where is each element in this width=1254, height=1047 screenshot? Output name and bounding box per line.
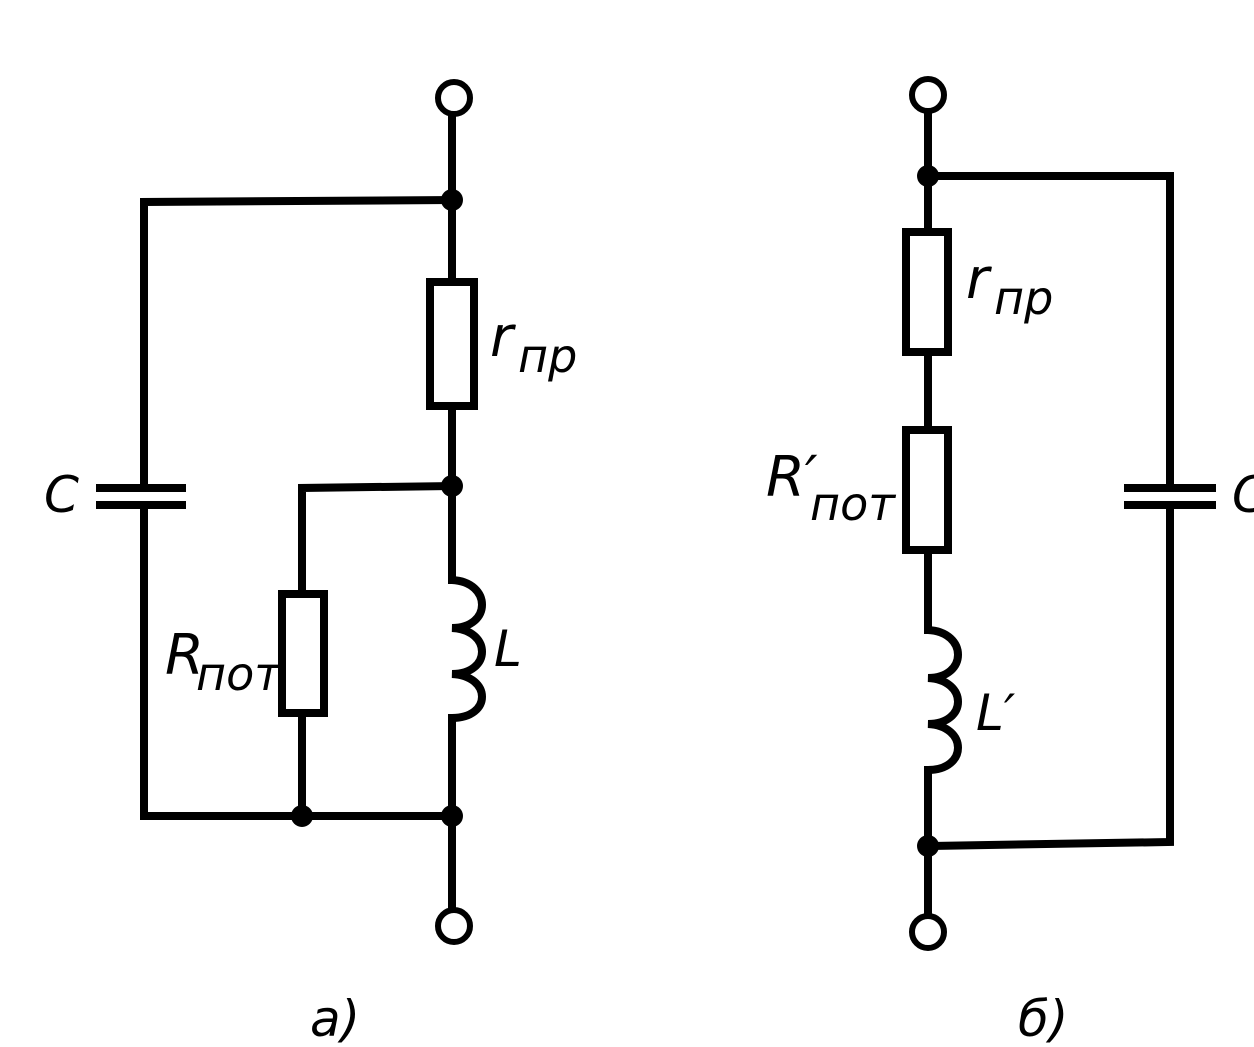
label-a-resistor-loss-sub: пот: [196, 647, 282, 701]
label-b-resistor-loss-sub: пот: [810, 477, 896, 531]
label-b-resistor-pr-sub: пр: [994, 271, 1053, 325]
terminal-a-top: [435, 79, 473, 117]
junction-a-bottom-right: [441, 805, 463, 827]
circuit-b: r пр R′ пот L′ C б): [766, 76, 1254, 1047]
inductor-l-a: [448, 576, 486, 722]
label-b-inductor: L′: [976, 684, 1016, 742]
wire-b-cap-bottom: [923, 501, 1174, 851]
caption-b: б): [1018, 990, 1068, 1047]
terminal-b-bottom: [909, 913, 947, 951]
resistor-r-pr-a: [426, 278, 478, 410]
wire-a-cap-bottom: [140, 502, 456, 820]
wire-a-loss-top: [298, 481, 457, 598]
resistor-r-loss-b: [902, 426, 952, 554]
resistor-r-pr-b: [902, 228, 952, 356]
junction-b-bottom: [917, 835, 939, 857]
junction-a-mid: [441, 475, 463, 497]
wire-b-cap-top: [924, 172, 1174, 490]
junction-a-top: [441, 189, 463, 211]
label-b-resistor-pr: r: [966, 247, 992, 312]
junction-a-bottom-left: [291, 805, 313, 827]
resistor-r-loss-a: [278, 590, 328, 717]
terminal-a-bottom: [435, 907, 473, 945]
circuit-a: C r пр R пот L а): [44, 79, 577, 1047]
label-a-resistor-loss: R: [165, 623, 204, 688]
label-a-resistor-pr-sub: пр: [518, 329, 577, 383]
label-b-resistor-loss: R′: [766, 445, 818, 510]
inductor-l-b: [924, 626, 962, 774]
label-b-capacitor: C: [1232, 466, 1254, 524]
caption-a: а): [310, 990, 360, 1047]
label-a-capacitor: C: [44, 466, 79, 524]
terminal-b-top: [909, 76, 947, 114]
junction-b-top: [917, 165, 939, 187]
label-a-resistor-pr: r: [490, 305, 516, 370]
label-a-inductor: L: [494, 620, 522, 678]
wire-a-cap-top: [140, 195, 457, 491]
